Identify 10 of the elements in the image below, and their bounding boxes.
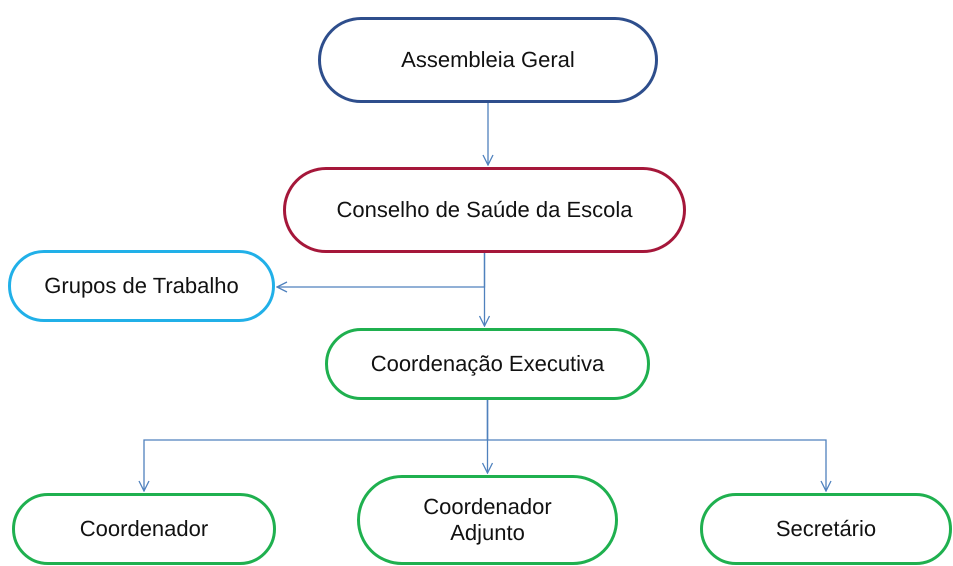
arrow	[486, 400, 832, 492]
node-label: Coordenação Executiva	[370, 350, 604, 378]
arrow	[482, 103, 494, 166]
node-label: Secretário	[776, 516, 876, 542]
arrow	[478, 253, 490, 327]
node-label: Coordenador	[80, 516, 208, 542]
node-label: Assembleia Geral	[401, 46, 575, 74]
node-label: Grupos de Trabalho	[44, 272, 239, 300]
node-label: Coordenador Adjunto	[422, 494, 553, 546]
node-label: Conselho de Saúde da Escola	[336, 196, 632, 224]
